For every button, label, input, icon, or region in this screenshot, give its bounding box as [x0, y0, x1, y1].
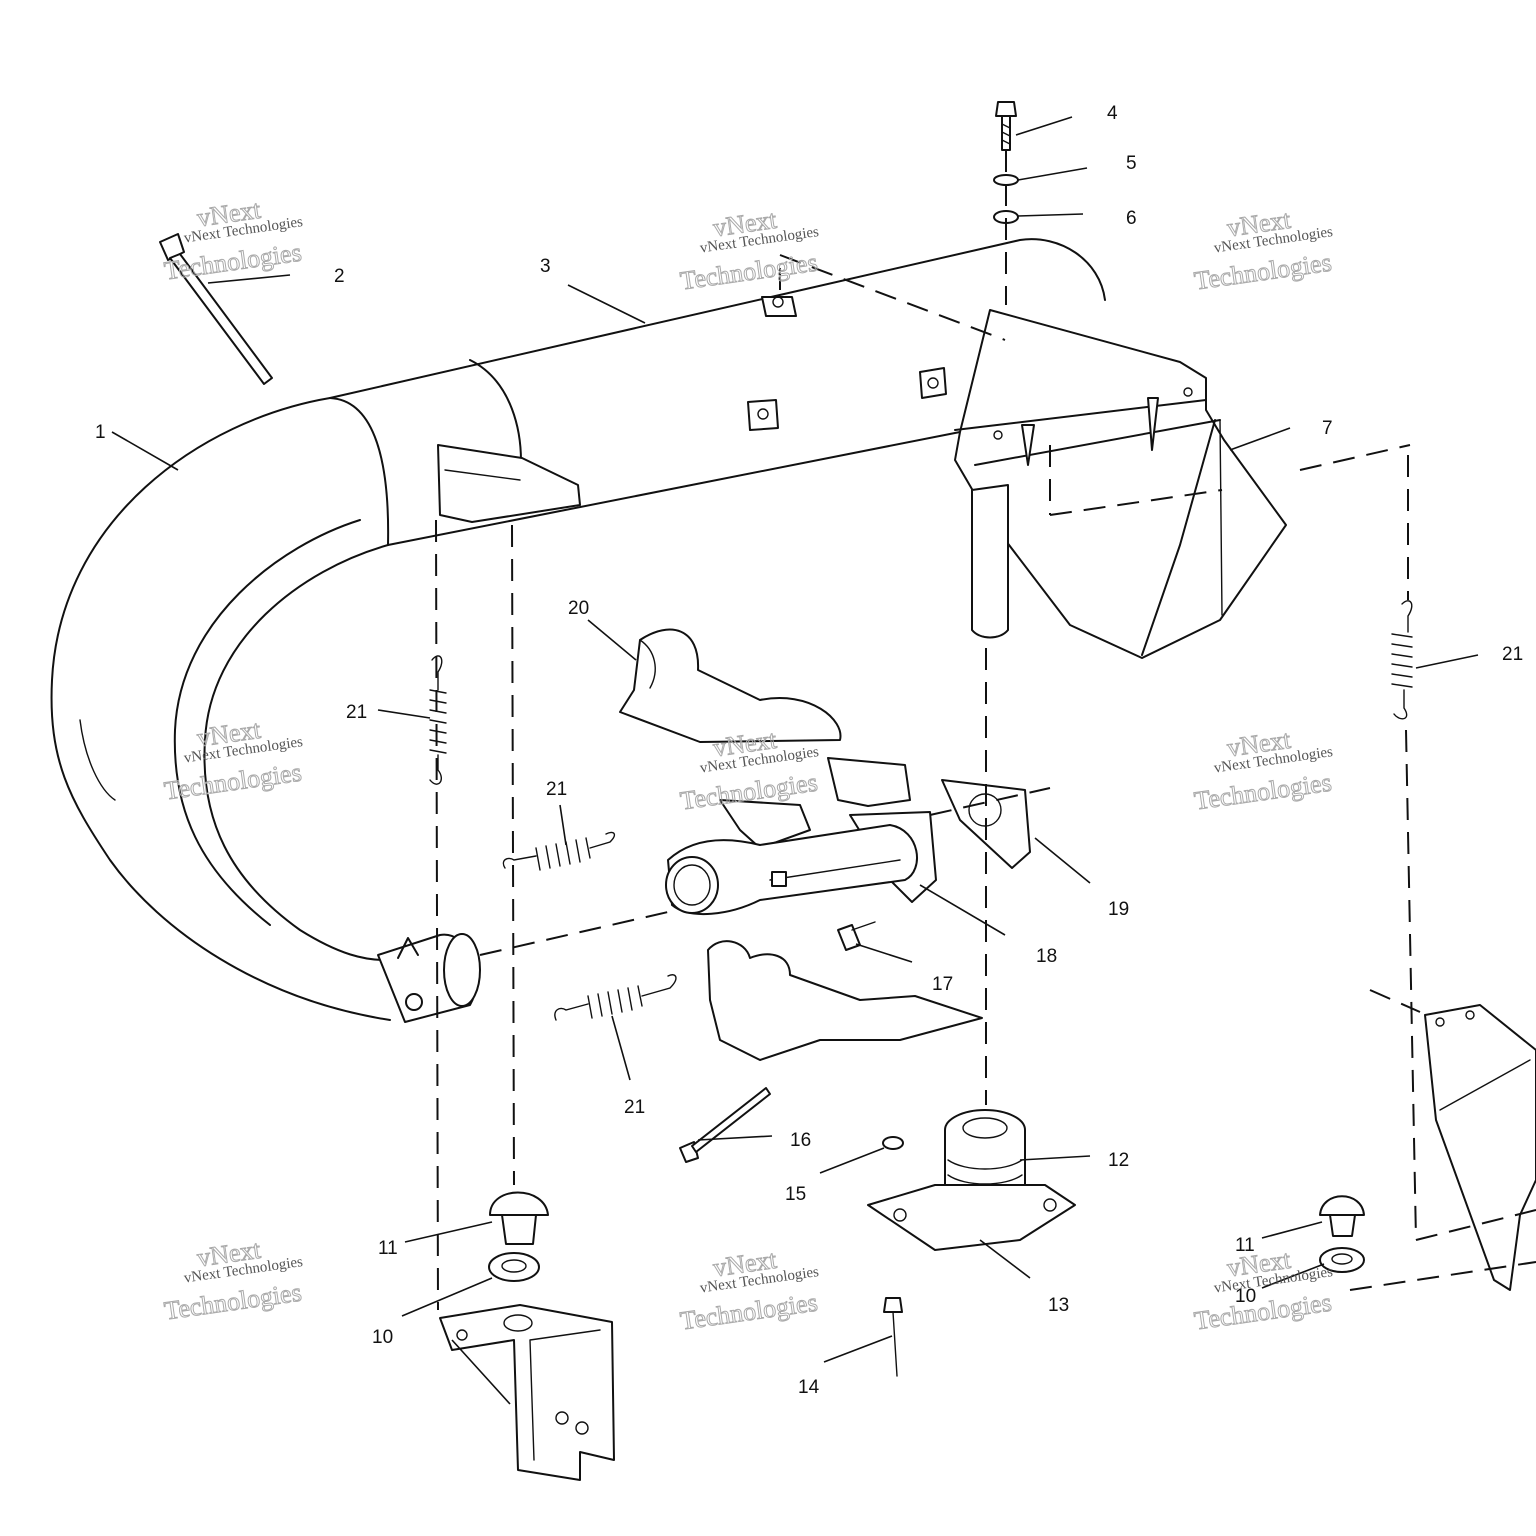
exhaust-pipe-part-1: [50, 397, 481, 1023]
washer-part-5: [993, 174, 1019, 186]
cable-tie-part-16: [679, 1087, 771, 1163]
spring-part-21-lower: [554, 974, 677, 1021]
svg-text:Technologies: Technologies: [678, 248, 819, 296]
callout-15: 15: [785, 1184, 806, 1205]
spring-part-21-left: [429, 655, 447, 785]
bolt-part-4: [995, 101, 1017, 151]
callout-16: 16: [790, 1130, 811, 1151]
callout-18: 18: [1036, 946, 1057, 967]
callout-17: 17: [932, 974, 953, 995]
bolt-part-17: [837, 921, 876, 951]
callout-10-left: 10: [372, 1327, 393, 1348]
svg-text:Technologies: Technologies: [1192, 248, 1333, 296]
callout-21-center: 21: [546, 779, 567, 800]
rivet-part-14: [883, 1297, 903, 1377]
heat-shield-upper-part-20: [619, 628, 842, 743]
watermark-middle-left: vNext vNext Technologies Technologies: [162, 714, 304, 806]
callout-19: 19: [1108, 899, 1129, 920]
callout-6: 6: [1126, 208, 1137, 229]
svg-text:Technologies: Technologies: [678, 1288, 819, 1336]
callout-3: 3: [540, 256, 551, 277]
callout-11-left: 11: [378, 1238, 398, 1259]
callout-14: 14: [798, 1377, 820, 1398]
cable-tie-part-2: [159, 233, 273, 385]
washer-part-10-right: [1319, 1247, 1365, 1273]
callout-1: 1: [95, 422, 106, 443]
callout-21-right: 21: [1502, 644, 1523, 665]
muffler-part-3: [329, 238, 1106, 546]
watermark-bottom-center: vNext vNext Technologies Technologies: [678, 1244, 820, 1336]
callout-11-right: 11: [1235, 1235, 1255, 1256]
callout-10-right: 10: [1235, 1286, 1256, 1307]
callout-21-lower: 21: [624, 1097, 645, 1118]
watermark-bottom-left: vNext vNext Technologies Technologies: [162, 1234, 304, 1326]
y-pipe-part-18: [665, 757, 937, 916]
watermark-top-center: vNext vNext Technologies Technologies: [678, 204, 820, 296]
washer-part-15: [882, 1136, 904, 1150]
grommet-part-11-right: [1319, 1195, 1365, 1237]
watermark-middle-right: vNext vNext Technologies Technologies: [1192, 724, 1334, 816]
callout-2: 2: [334, 266, 345, 287]
heat-shield-part-7: [954, 309, 1287, 659]
svg-text:Technologies: Technologies: [162, 238, 303, 286]
spring-part-21-right: [1391, 600, 1413, 720]
svg-text:Technologies: Technologies: [162, 1278, 303, 1326]
callout-5: 5: [1126, 153, 1137, 174]
svg-text:Technologies: Technologies: [1192, 768, 1333, 816]
washer-part-10-left: [488, 1252, 540, 1282]
callout-12: 12: [1108, 1150, 1129, 1171]
mount-plate-part-13: [867, 1184, 1076, 1251]
svg-text:Technologies: Technologies: [1192, 1288, 1333, 1336]
leader-lines: [111, 116, 1479, 1405]
watermark-top-right: vNext vNext Technologies Technologies: [1192, 204, 1334, 296]
callout-labels: 1 2 3 4 5 6 7 21 21 21 21 20 19 18 17 16…: [95, 103, 1523, 1398]
callout-20: 20: [568, 598, 589, 619]
bracket-right: [1424, 1004, 1536, 1291]
spring-part-21-center: [502, 831, 616, 871]
heat-shield-lower-part-20: [707, 940, 983, 1061]
watermark-bottom-right: vNext vNext Technologies Technologies: [1192, 1244, 1334, 1336]
callout-4: 4: [1107, 103, 1118, 124]
assembly-lines: [435, 150, 1536, 1311]
svg-text:Technologies: Technologies: [162, 758, 303, 806]
bracket-left: [439, 1304, 615, 1481]
callout-7: 7: [1322, 418, 1333, 439]
callout-13: 13: [1048, 1295, 1069, 1316]
grommet-part-11-left: [489, 1191, 549, 1245]
callout-21-left: 21: [346, 702, 367, 723]
